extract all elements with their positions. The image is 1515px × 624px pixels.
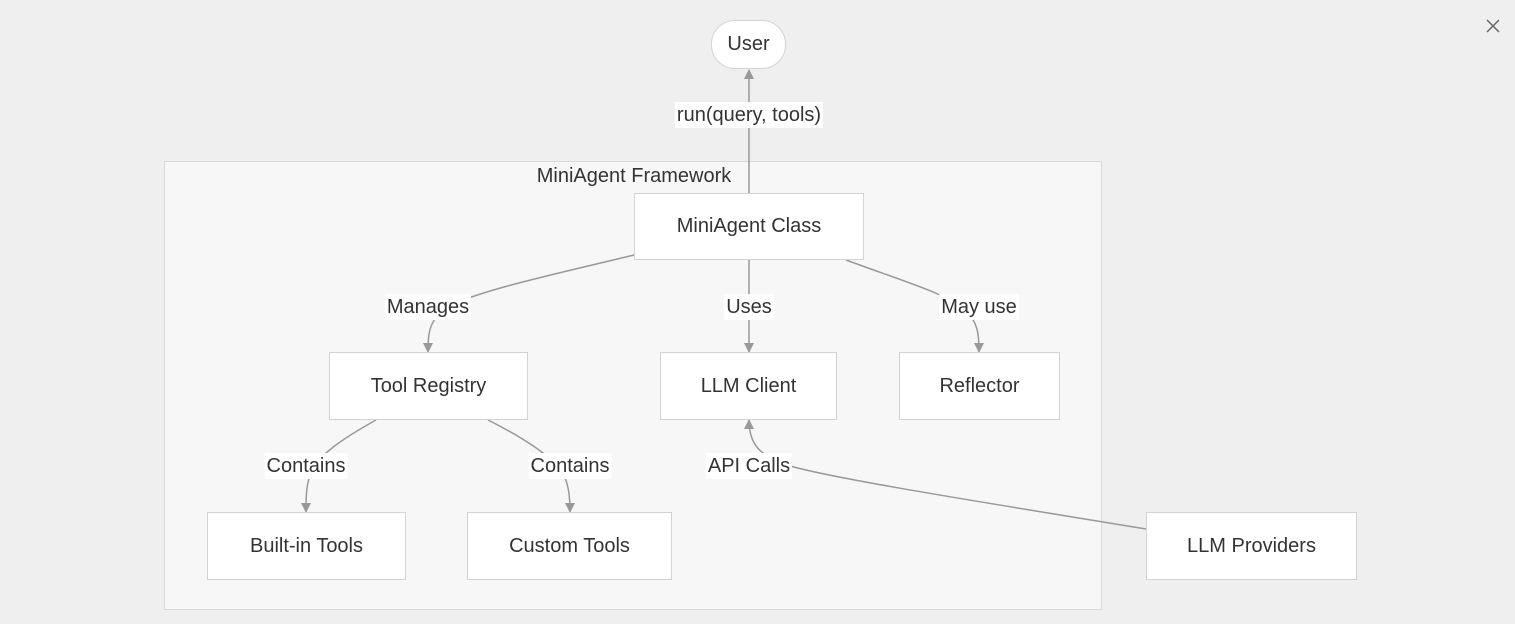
close-button[interactable] <box>1481 14 1505 38</box>
edge-label-uses: Uses <box>724 294 774 320</box>
edge-label-contains-custom: Contains <box>528 453 612 479</box>
close-icon <box>1486 19 1500 33</box>
edge-label-manages: Manages <box>384 294 472 320</box>
edge-label-may-use: May use <box>939 294 1019 320</box>
edge-label-contains-builtin: Contains <box>264 453 348 479</box>
node-custom-tools[interactable]: Custom Tools <box>467 512 672 580</box>
node-miniagent-class[interactable]: MiniAgent Class <box>634 193 864 260</box>
edge-label-api-calls: API Calls <box>705 453 793 479</box>
cluster-title: MiniAgent Framework <box>536 165 732 187</box>
edge-label-run: run(query, tools) <box>674 102 824 128</box>
node-llm-client[interactable]: LLM Client <box>660 352 837 420</box>
node-builtin-tools[interactable]: Built-in Tools <box>207 512 406 580</box>
node-llm-providers[interactable]: LLM Providers <box>1146 512 1357 580</box>
node-tool-registry[interactable]: Tool Registry <box>329 352 528 420</box>
edge-api-calls <box>744 419 1156 536</box>
node-reflector[interactable]: Reflector <box>899 352 1060 420</box>
node-user[interactable]: User <box>711 20 786 69</box>
